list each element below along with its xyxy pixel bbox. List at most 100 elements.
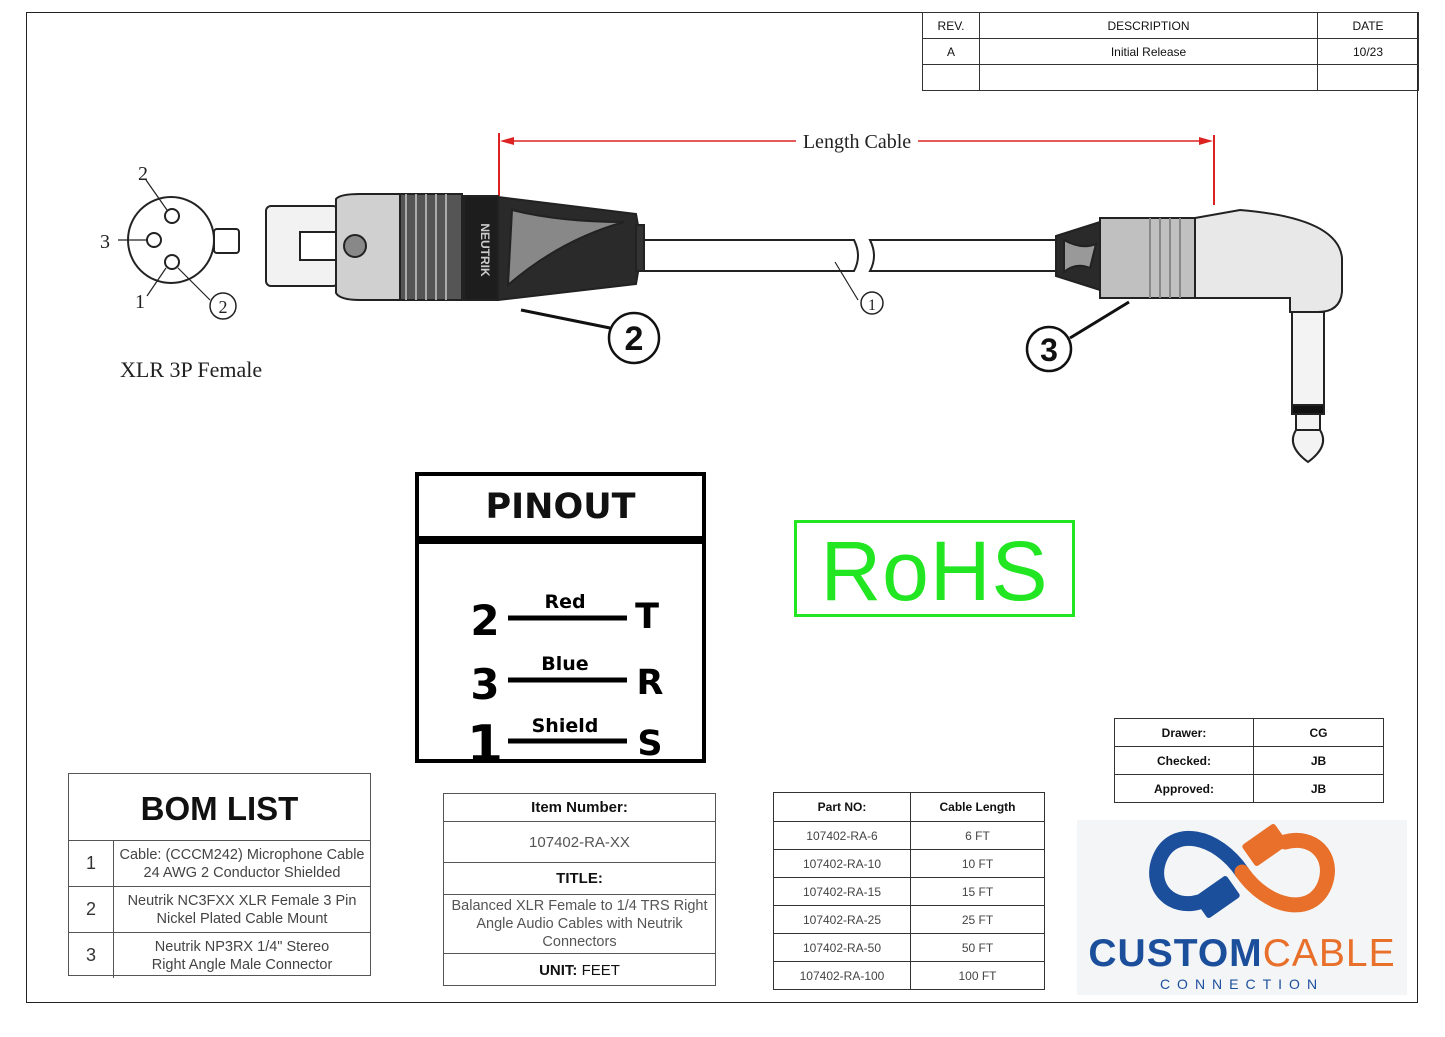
drawing-border	[26, 12, 1418, 1003]
callout-circles	[607, 311, 1073, 373]
length-cell: 50 FT	[910, 933, 1045, 962]
pinout-pin-2: 2	[470, 596, 499, 645]
logo-subtitle: CONNECTION	[1159, 976, 1325, 992]
length-cell: 6 FT	[910, 821, 1045, 850]
pin-label-1: 1	[135, 291, 145, 313]
callout-leaders	[520, 300, 1130, 340]
pin-callout: 2	[219, 297, 228, 317]
length-cell: 10 FT	[910, 849, 1045, 878]
bom-row-number: 2	[69, 887, 114, 932]
pinout-contact-r: R	[637, 663, 664, 703]
bom-desc-line: Cable: (CCCM242) Microphone Cable	[119, 846, 365, 863]
part-no-cell: 107402-RA-50	[773, 933, 911, 962]
xlr-face-view	[118, 179, 240, 320]
length-dimension: Length Cable	[498, 131, 1215, 205]
title-label: TITLE:	[444, 863, 715, 895]
pinout-wire-shield: Shield	[532, 715, 599, 737]
description-header: DESCRIPTION	[979, 12, 1318, 39]
logo-wordmark: CUSTOMCABLE	[1077, 932, 1407, 976]
date-header: DATE	[1317, 12, 1419, 39]
approval-table: Drawer:CG Checked:JB Approved:JB	[1114, 718, 1384, 803]
connector-label: XLR 3P Female	[120, 357, 262, 382]
pin-label-3: 3	[100, 231, 110, 253]
pinout-title: PINOUT	[419, 476, 702, 544]
xlr-female-connector	[265, 193, 645, 302]
cable-body	[643, 239, 1059, 315]
pinout-pin-1: 1	[467, 715, 503, 759]
part-no-header: Part NO:	[773, 792, 911, 822]
bom-desc-line: Right Angle Male Connector	[151, 956, 333, 973]
pinout-contact-t: T	[635, 597, 659, 637]
approved-label: Approved:	[1114, 774, 1254, 803]
cable-length-header: Cable Length	[910, 792, 1045, 822]
unit-value: FEET	[581, 962, 620, 979]
unit-row: UNIT: FEET	[444, 954, 715, 987]
length-cell: 100 FT	[910, 961, 1045, 990]
pinout-pin-3: 3	[470, 660, 499, 709]
title-value: Balanced XLR Female to 1/4 TRS Right Ang…	[444, 895, 715, 954]
rohs-badge: RoHS	[794, 520, 1075, 618]
pin-label-2: 2	[138, 163, 148, 185]
bom-row-number: 1	[69, 841, 114, 886]
part-no-cell: 107402-RA-10	[773, 849, 911, 878]
bom-title: BOM LIST	[69, 774, 370, 841]
length-cell: 15 FT	[910, 877, 1045, 906]
callout-2-label: 2	[625, 320, 644, 358]
item-number-value: 107402-RA-XX	[444, 822, 715, 863]
pinout-box: PINOUT 2 Red T 3 Blue R 1 Shield S	[415, 472, 706, 763]
brand-mark: NEUTRIK	[478, 223, 492, 277]
table-row: Checked:JB	[1114, 746, 1384, 775]
checked-value: JB	[1253, 746, 1384, 775]
part-no-cell: 107402-RA-100	[773, 961, 911, 990]
checked-label: Checked:	[1114, 746, 1254, 775]
drawer-label: Drawer:	[1114, 718, 1254, 747]
bom-desc-line: 24 AWG 2 Conductor Shielded	[143, 864, 341, 881]
bom-desc-line: Neutrik NC3FXX XLR Female 3 Pin	[127, 892, 357, 909]
drawer-value: CG	[1253, 718, 1384, 747]
pinout-diagram: 2 Red T 3 Blue R 1 Shield S	[467, 591, 664, 759]
cable-callout: 1	[868, 297, 876, 314]
cable-drawing: Length Cable 2 3 1 2 XLR 3P Female NEUTR…	[100, 131, 1343, 464]
bom-row-number: 3	[69, 933, 114, 978]
part-no-cell: 107402-RA-25	[773, 905, 911, 934]
part-no-cell: 107402-RA-15	[773, 877, 911, 906]
date-value: 10/23	[1317, 38, 1419, 65]
bom-desc-line: Neutrik NP3RX 1/4" Stereo	[154, 938, 330, 955]
length-label: Length Cable	[803, 131, 911, 153]
company-logo: CUSTOMCABLE CONNECTION	[1077, 820, 1407, 995]
pinout-wire-blue: Blue	[541, 653, 588, 675]
callout-3-label: 3	[1040, 332, 1058, 368]
rev-empty	[922, 64, 980, 91]
logo-word-custom: CUSTOM	[1088, 932, 1263, 975]
pinout-contact-s: S	[637, 724, 662, 759]
date-empty	[1317, 64, 1419, 91]
approved-value: JB	[1253, 774, 1384, 803]
table-row: Drawer:CG	[1114, 718, 1384, 747]
pinout-wire-red: Red	[544, 591, 585, 613]
table-row: Approved:JB	[1114, 774, 1384, 803]
bom-desc-line: Nickel Plated Cable Mount	[156, 910, 328, 927]
part-no-cell: 107402-RA-6	[773, 821, 911, 850]
item-number-label: Item Number:	[444, 794, 715, 822]
bom-list: BOM LIST 1 Cable: (CCCM242) Microphone C…	[68, 773, 371, 978]
unit-label: UNIT:	[539, 962, 578, 979]
logo-word-cable: CABLE	[1262, 932, 1396, 975]
item-info-block: Item Number: 107402-RA-XX TITLE: Balance…	[443, 793, 716, 986]
length-cell: 25 FT	[910, 905, 1045, 934]
infinity-cable-icon	[1149, 824, 1335, 918]
trs-right-angle-connector	[1055, 208, 1343, 464]
revision-table: REV. DESCRIPTION DATE A Initial Release …	[922, 12, 1419, 91]
